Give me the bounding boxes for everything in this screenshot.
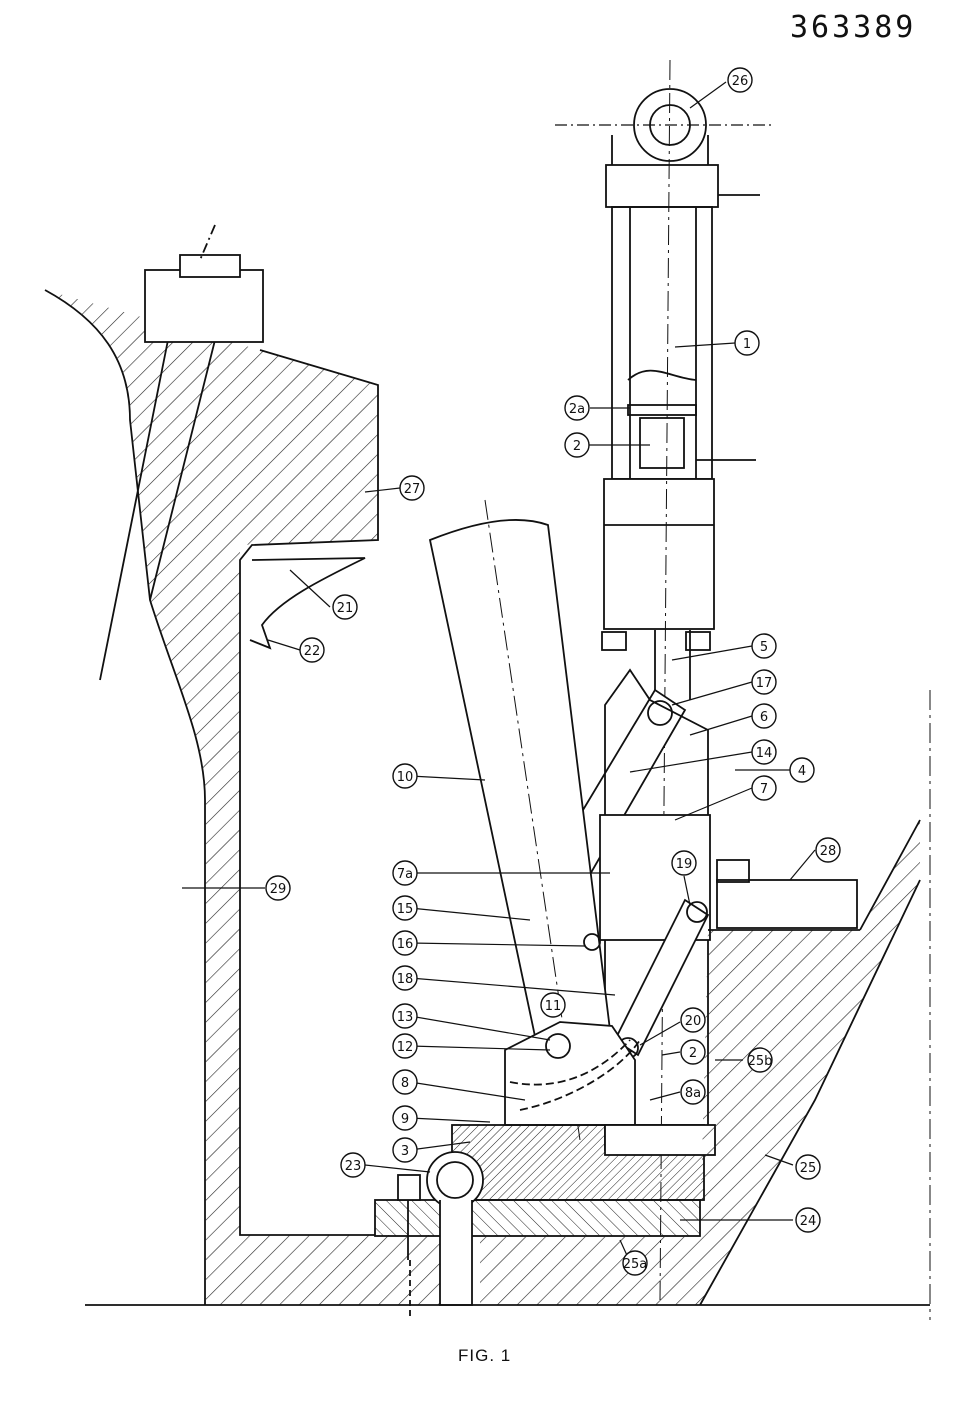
bolt-nut [144,269,264,343]
nose-edge [249,557,366,650]
callout-12: 12 [392,1033,418,1059]
callout-label: 27 [404,482,421,497]
callout-label: 8a [685,1086,701,1101]
callout-label: 24 [800,1214,817,1229]
callout-label: 2a [569,402,585,417]
callout-label: 10 [397,770,414,785]
callout-25a: 25a [622,1250,648,1276]
callout-label: 22 [304,644,321,659]
figure-caption: FIG. 1 [458,1346,512,1365]
callout-28: 28 [815,837,841,863]
callout-label: 4 [798,764,806,779]
callout-18: 18 [392,965,418,991]
callout-1: 1 [734,330,760,356]
callout-13: 13 [392,1003,418,1029]
boom-arm [428,519,611,1062]
right-foundation [480,820,920,1305]
callout-11: 11 [540,992,566,1018]
callout-label: 2 [689,1046,697,1061]
callout-6: 6 [751,703,777,729]
callout-16: 16 [392,930,418,956]
callout-7a: 7a [392,860,418,886]
callout-25b: 25b [747,1047,773,1073]
callout-19: 19 [671,850,697,876]
callout-label: 17 [756,676,773,691]
callout-label: 2 [573,439,581,454]
bolt-cap [179,254,241,278]
callout-label: 6 [760,710,768,725]
callout-label: 14 [756,746,773,761]
callout-14: 14 [751,739,777,765]
callout-label: 5 [760,640,768,655]
callout-label: 9 [401,1112,409,1127]
callout-label: 29 [270,882,287,897]
callout-20: 20 [680,1007,706,1033]
callout-29: 29 [265,875,291,901]
callout-label: 25b [748,1054,773,1069]
callout-label: 8 [401,1076,409,1091]
callout-label: 19 [676,857,693,872]
callout-2: 2 [680,1039,706,1065]
callout-label: 15 [397,902,414,917]
callout-8a: 8a [680,1079,706,1105]
callout-3: 3 [392,1137,418,1163]
callout-label: 16 [397,937,414,952]
callout-label: 20 [685,1014,702,1029]
callout-8: 8 [392,1069,418,1095]
callout-label: 7 [760,782,768,797]
callout-15: 15 [392,895,418,921]
callout-2a: 2a [564,395,590,421]
callout-label: 13 [397,1010,414,1025]
callout-7: 7 [751,775,777,801]
callout-label: 3 [401,1144,409,1159]
bearing-28 [716,879,858,929]
callout-21: 21 [332,594,358,620]
callout-23: 23 [340,1152,366,1178]
callout-17: 17 [751,669,777,695]
callout-9: 9 [392,1105,418,1131]
callout-22: 22 [299,637,325,663]
callout-label: 21 [337,601,354,616]
callout-4: 4 [789,757,815,783]
callout-2: 2 [564,432,590,458]
callout-label: 28 [820,844,837,859]
callout-label: 1 [743,337,751,352]
callout-label: 25a [623,1257,648,1272]
callout-5: 5 [751,633,777,659]
callout-label: 25 [800,1161,817,1176]
callout-label: 23 [345,1159,362,1174]
callout-label: 11 [545,999,562,1014]
callout-24: 24 [795,1207,821,1233]
callout-27: 27 [399,475,425,501]
hydraulic-cylinder [555,88,775,651]
support-plate-24 [374,1199,701,1237]
wall-lining-hatched [45,290,440,1305]
callout-26: 26 [727,67,753,93]
callout-10: 10 [392,763,418,789]
patent-number: 363389 [790,10,917,45]
callout-label: 12 [397,1040,414,1055]
anchor-bolt [99,329,216,681]
callout-label: 18 [397,972,414,987]
callout-25: 25 [795,1154,821,1180]
callout-label: 26 [732,74,749,89]
callout-label: 7a [397,867,413,882]
